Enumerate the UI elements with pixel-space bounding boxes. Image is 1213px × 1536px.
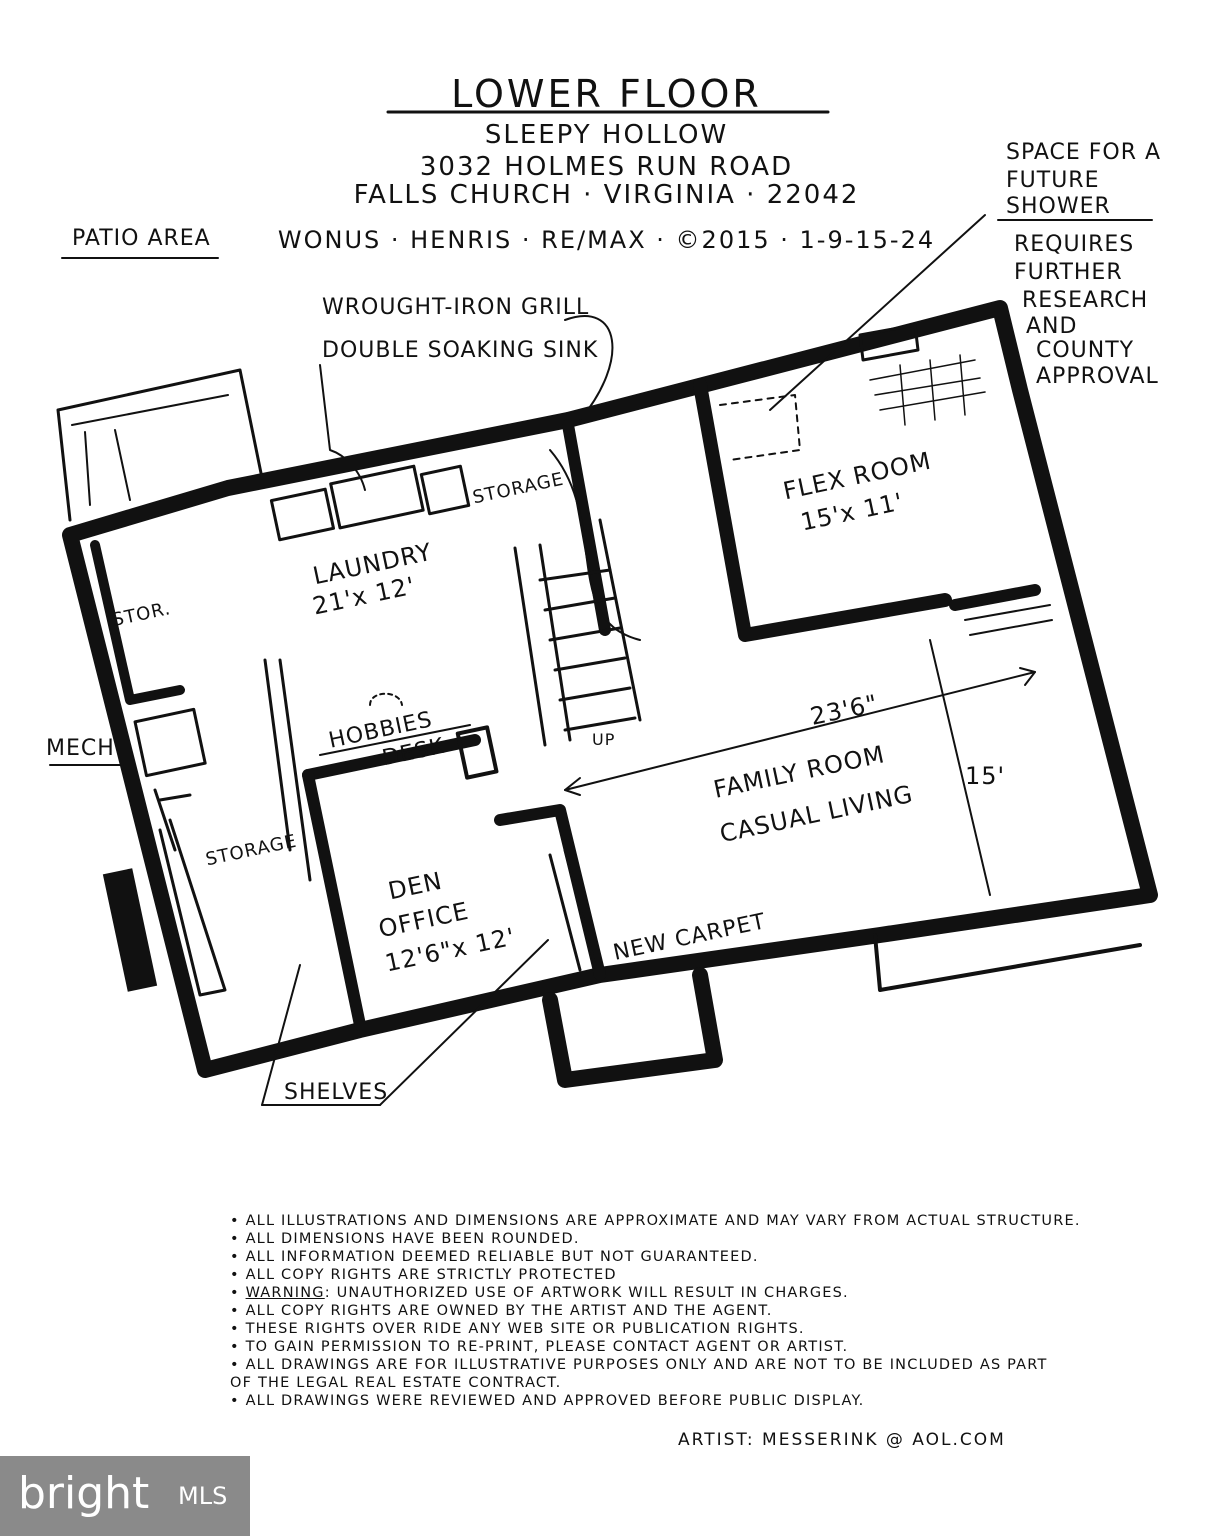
depth-dimension: [929, 639, 991, 896]
property-city: FALLS CHURCH · VIRGINIA · 22042: [353, 180, 860, 210]
credit-line: WONUS · HENRIS · RE/MAX · ©2015 · 1-9-15…: [277, 226, 936, 254]
note-item: ALL DRAWINGS ARE FOR ILLUSTRATIVE PURPOS…: [230, 1356, 1130, 1374]
note-item: ALL DRAWINGS WERE REVIEWED AND APPROVED …: [230, 1392, 1130, 1410]
requires-note-5: COUNTY: [1036, 338, 1135, 363]
logo-text: bright: [18, 1468, 150, 1519]
bright-mls-logo: bright MLS: [0, 1456, 250, 1536]
disclaimer-notes: ALL ILLUSTRATIONS AND DIMENSIONS ARE APP…: [230, 1212, 1130, 1410]
patio-outline: [56, 368, 264, 522]
patio-label: PATIO AREA: [72, 226, 211, 251]
stair-wall: [562, 419, 611, 636]
den-top-wall: [302, 734, 481, 781]
shower-area: [719, 394, 801, 461]
logo-mls: MLS: [178, 1482, 228, 1510]
requires-note-4: AND: [1026, 314, 1078, 339]
depth-dimension-label: 15': [965, 762, 1006, 790]
note-item-warning: WARNING: UNAUTHORIZED USE OF ARTWORK WIL…: [230, 1284, 1130, 1302]
note-item: THESE RIGHTS OVER RIDE ANY WEB SITE OR P…: [230, 1320, 1130, 1338]
grill-label: WROUGHT-IRON GRILL: [322, 295, 590, 320]
outer-wall: [62, 300, 1158, 1078]
flex-room-wall: [693, 378, 952, 642]
up-label: UP: [592, 730, 616, 749]
storage-column: [263, 658, 312, 882]
warning-text: : UNAUTHORIZED USE OF ARTWORK WILL RESUL…: [324, 1285, 849, 1301]
note-item: ALL COPY RIGHTS ARE OWNED BY THE ARTIST …: [230, 1302, 1130, 1320]
shower-note-2: FUTURE: [1006, 168, 1100, 193]
warning-word: WARNING: [245, 1285, 325, 1301]
page-title: LOWER FLOOR: [451, 72, 762, 116]
chimney: [102, 868, 158, 992]
shower-note-3: SHOWER: [1006, 194, 1111, 219]
property-address: 3032 HOLMES RUN ROAD: [419, 152, 794, 182]
stairs: [513, 315, 642, 747]
note-item: TO GAIN PERMISSION TO RE-PRINT, PLEASE C…: [230, 1338, 1130, 1356]
shelves-leader-1: [261, 964, 301, 1106]
note-item: OF THE LEGAL REAL ESTATE CONTRACT.: [230, 1375, 562, 1391]
den-left-wall: [302, 769, 366, 1031]
shelves-label: SHELVES: [284, 1080, 389, 1105]
width-dimension: [564, 671, 1036, 791]
requires-note-2: FURTHER: [1014, 260, 1123, 285]
stor-wall: [90, 540, 185, 705]
laundry-fixtures: [269, 364, 471, 542]
bumpout-wall: [542, 967, 723, 1088]
requires-note-3: RESEARCH: [1022, 288, 1149, 313]
note-item: ALL COPY RIGHTS ARE STRICTLY PROTECTED: [230, 1266, 1130, 1284]
note-item: ALL INFORMATION DEEMED RELIABLE BUT NOT …: [230, 1248, 1130, 1266]
shower-note-1: SPACE FOR A: [1006, 140, 1162, 165]
requires-note-1: REQUIRES: [1014, 232, 1135, 257]
mech-equipment: [133, 707, 207, 778]
shelves-leader-2: [379, 939, 549, 1106]
property-name: SLEEPY HOLLOW: [484, 120, 729, 150]
sink-label: DOUBLE SOAKING SINK: [322, 338, 599, 363]
den-right-wall: [494, 804, 606, 981]
note-item: ALL DIMENSIONS HAVE BEEN ROUNDED.: [230, 1230, 1130, 1248]
mech-label: MECH: [46, 736, 115, 761]
artist-credit: ARTIST: MESSERINK @ AOL.COM: [678, 1430, 1006, 1450]
shower-leader: [769, 214, 986, 411]
note-item: ALL ILLUSTRATIONS AND DIMENSIONS ARE APP…: [230, 1212, 1130, 1230]
requires-note-6: APPROVAL: [1036, 364, 1159, 389]
